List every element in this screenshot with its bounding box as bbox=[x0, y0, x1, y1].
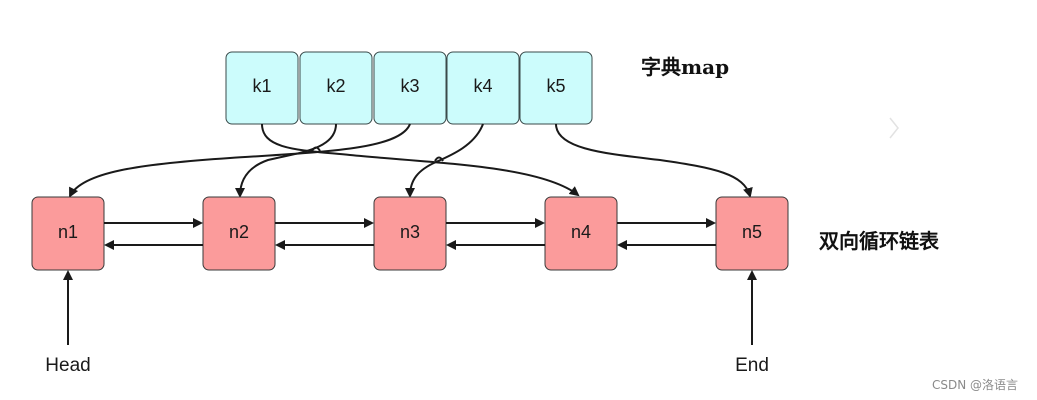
node-label: n5 bbox=[742, 222, 762, 242]
node-box-n1: n1 bbox=[31, 196, 105, 271]
node-label: n2 bbox=[229, 222, 249, 242]
head-label: Head bbox=[45, 355, 90, 376]
edge-k4-n3 bbox=[405, 123, 484, 198]
node-label: n1 bbox=[58, 222, 78, 242]
watermark: CSDN @洛语言 bbox=[932, 377, 1018, 392]
edge-k1-n4 bbox=[261, 123, 580, 197]
node-label: n4 bbox=[571, 222, 591, 242]
key-node-mapping bbox=[69, 123, 753, 198]
node-box-n2: n2 bbox=[202, 196, 276, 271]
head-pointer: Head bbox=[45, 270, 91, 376]
node-box-n4: n4 bbox=[544, 196, 618, 271]
key-label: k1 bbox=[252, 76, 271, 96]
node-box-n5: n5 bbox=[715, 196, 789, 271]
edge-k3-n1 bbox=[69, 123, 411, 198]
node-box-n3: n3 bbox=[373, 196, 447, 271]
edge-k2-n2 bbox=[235, 123, 337, 198]
key-box-k1: k1 bbox=[225, 51, 299, 125]
key-label: k3 bbox=[400, 76, 419, 96]
key-label: k2 bbox=[326, 76, 345, 96]
edge-crossing-hop bbox=[311, 146, 321, 152]
end-pointer: End bbox=[735, 270, 769, 376]
key-box-k2: k2 bbox=[299, 51, 373, 125]
linked-list-label: 双向循环链表 bbox=[819, 229, 940, 253]
faint-chevron-icon bbox=[889, 117, 899, 139]
key-label: k5 bbox=[546, 76, 565, 96]
list-links bbox=[104, 218, 716, 250]
linked-list-nodes: n1 n2 n3 n4 n5 bbox=[31, 196, 789, 271]
key-box-k4: k4 bbox=[446, 51, 520, 125]
edge-k5-n5 bbox=[555, 123, 753, 198]
end-label: End bbox=[735, 355, 769, 376]
dictionary-keys: k1 k2 k3 k4 k5 bbox=[225, 51, 593, 125]
key-box-k5: k5 bbox=[519, 51, 593, 125]
edge-crossing-hop bbox=[434, 156, 444, 162]
key-label: k4 bbox=[473, 76, 492, 96]
key-box-k3: k3 bbox=[373, 51, 447, 125]
dictionary-label: 字典map bbox=[641, 55, 729, 79]
node-label: n3 bbox=[400, 222, 420, 242]
